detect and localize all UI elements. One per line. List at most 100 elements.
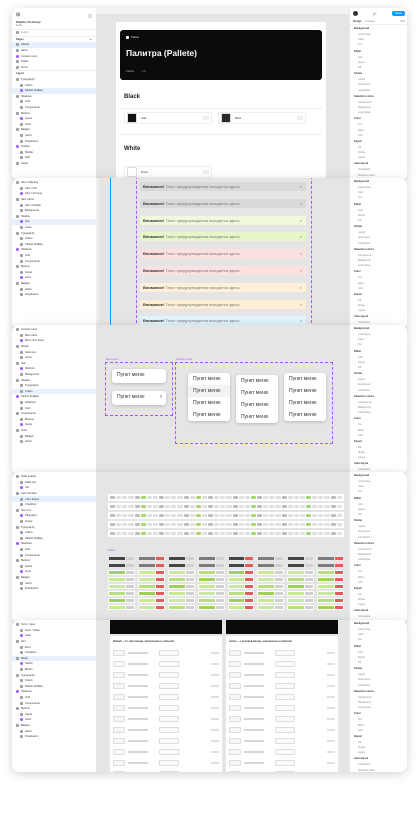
property-row[interactable]: Selection colors [350,246,407,253]
property-row[interactable]: Selection colors [350,540,407,547]
property-row[interactable]: Fill [350,592,407,597]
layer-item[interactable]: Alert / Success [12,191,96,197]
layer-item[interactable]: Alert / Warning [12,180,96,186]
form-input[interactable] [275,748,295,755]
property-row[interactable]: Components [350,695,407,700]
property-row[interactable]: Layout [350,524,407,529]
property-row[interactable]: Selection colors [350,393,407,400]
layer-item[interactable]: Badges [12,127,96,133]
layer-item[interactable]: Alerts [12,580,96,586]
property-row[interactable]: Local styles [350,410,407,415]
form-input[interactable] [159,748,179,755]
layer-item[interactable]: Palette (Pallete) [12,394,96,400]
layer-item[interactable]: Shadows [12,541,96,547]
close-icon[interactable]: × [299,184,302,189]
layer-item[interactable]: Cell [12,485,96,491]
form-input[interactable] [113,770,125,772]
property-row[interactable]: Layout [350,602,407,607]
property-row[interactable]: Fill [350,298,407,303]
page-item[interactable]: Forms [12,65,96,71]
form-input[interactable] [229,682,241,689]
property-row[interactable]: Export [350,291,407,298]
property-row[interactable]: Text [350,42,407,47]
close-icon[interactable]: × [299,217,302,223]
property-row[interactable]: Layout [350,77,407,82]
form-input[interactable] [159,704,179,711]
property-row[interactable]: Text [350,275,407,280]
property-row[interactable]: Stroke [350,370,407,377]
close-icon[interactable]: × [299,200,302,206]
close-icon[interactable]: × [299,284,302,290]
form-input[interactable] [159,737,179,744]
property-row[interactable]: Color [350,562,407,569]
layer-item[interactable]: Icon [12,219,96,225]
layer-item[interactable]: Typography [12,383,96,389]
form-input[interactable] [113,748,125,755]
menu-item-label[interactable]: Пункт меню [193,376,221,382]
layer-item[interactable]: Divider [12,344,96,350]
property-row[interactable]: Background [350,405,407,410]
layer-item[interactable]: Grid [12,695,96,701]
form-input[interactable] [275,649,295,656]
form-input[interactable] [159,770,179,772]
property-row[interactable]: Auto layout [350,235,407,240]
color-swatch-card[interactable]: Jade [124,112,212,124]
property-row[interactable]: Effect [350,280,407,285]
share-button[interactable]: Share [392,11,405,16]
layer-item[interactable]: Close [12,225,96,231]
property-row[interactable]: Stroke [350,150,407,155]
layer-item[interactable]: Button [12,667,96,673]
property-row[interactable]: Stroke [350,70,407,77]
menu-item-label[interactable]: Пункт меню [289,400,317,406]
layer-item[interactable]: Buttons [12,417,96,423]
layer-item[interactable]: Menu item hover [12,338,96,344]
form-input[interactable] [275,671,295,678]
close-icon[interactable]: × [299,301,302,307]
form-input[interactable] [113,693,125,700]
layer-item[interactable]: Typography [12,230,96,236]
property-row[interactable]: Auto layout [350,313,407,320]
form-input[interactable] [229,770,241,772]
layer-item[interactable]: Badges [12,281,96,287]
layer-item[interactable]: Pagination [12,513,96,519]
add-page-icon[interactable]: + [89,36,92,42]
layer-item[interactable]: Inputs [12,116,96,122]
form-input[interactable] [275,726,295,733]
layer-item[interactable]: Shadow [12,377,96,383]
layer-item[interactable]: Switch [12,661,96,667]
property-row[interactable]: Grid [350,728,407,733]
property-row[interactable]: Stroke [350,223,407,230]
property-row[interactable]: Color [350,632,407,637]
property-row[interactable]: Auto layout [350,755,407,762]
layer-item[interactable]: Badges [12,575,96,581]
form-input[interactable] [113,671,125,678]
property-row[interactable]: Grid [350,55,407,60]
layer-item[interactable]: Typography [12,77,96,83]
property-row[interactable]: Fill [350,512,407,517]
menu-item-label[interactable]: Пункт меню [289,376,317,382]
property-row[interactable]: Text [350,717,407,722]
property-row[interactable]: Background [350,178,407,185]
menu-item-label[interactable]: Пункт меню [241,414,269,420]
property-row[interactable]: Stroke [350,450,407,455]
property-row[interactable]: Color [350,268,407,275]
property-row[interactable]: Text [350,195,407,200]
menu-item-label[interactable]: Пункт меню [193,400,221,406]
layer-item[interactable]: Dropdowns [12,138,96,144]
layer-item[interactable]: Icons [12,122,96,128]
layer-item[interactable]: Components [12,411,96,417]
layer-item[interactable]: Shadows [12,400,96,406]
property-row[interactable]: Background [350,472,407,479]
property-row[interactable]: Local styles [350,705,407,710]
page-item[interactable]: Palette [12,42,96,48]
property-row[interactable]: Layout [350,308,407,313]
form-input[interactable] [113,759,125,766]
alert-banner[interactable]: Внимание! Текст предупреждения находится… [140,282,306,292]
avatar[interactable] [353,11,358,16]
property-row[interactable]: Background [350,700,407,705]
layer-item[interactable]: Components [12,258,96,264]
property-row[interactable]: Background [350,105,407,110]
